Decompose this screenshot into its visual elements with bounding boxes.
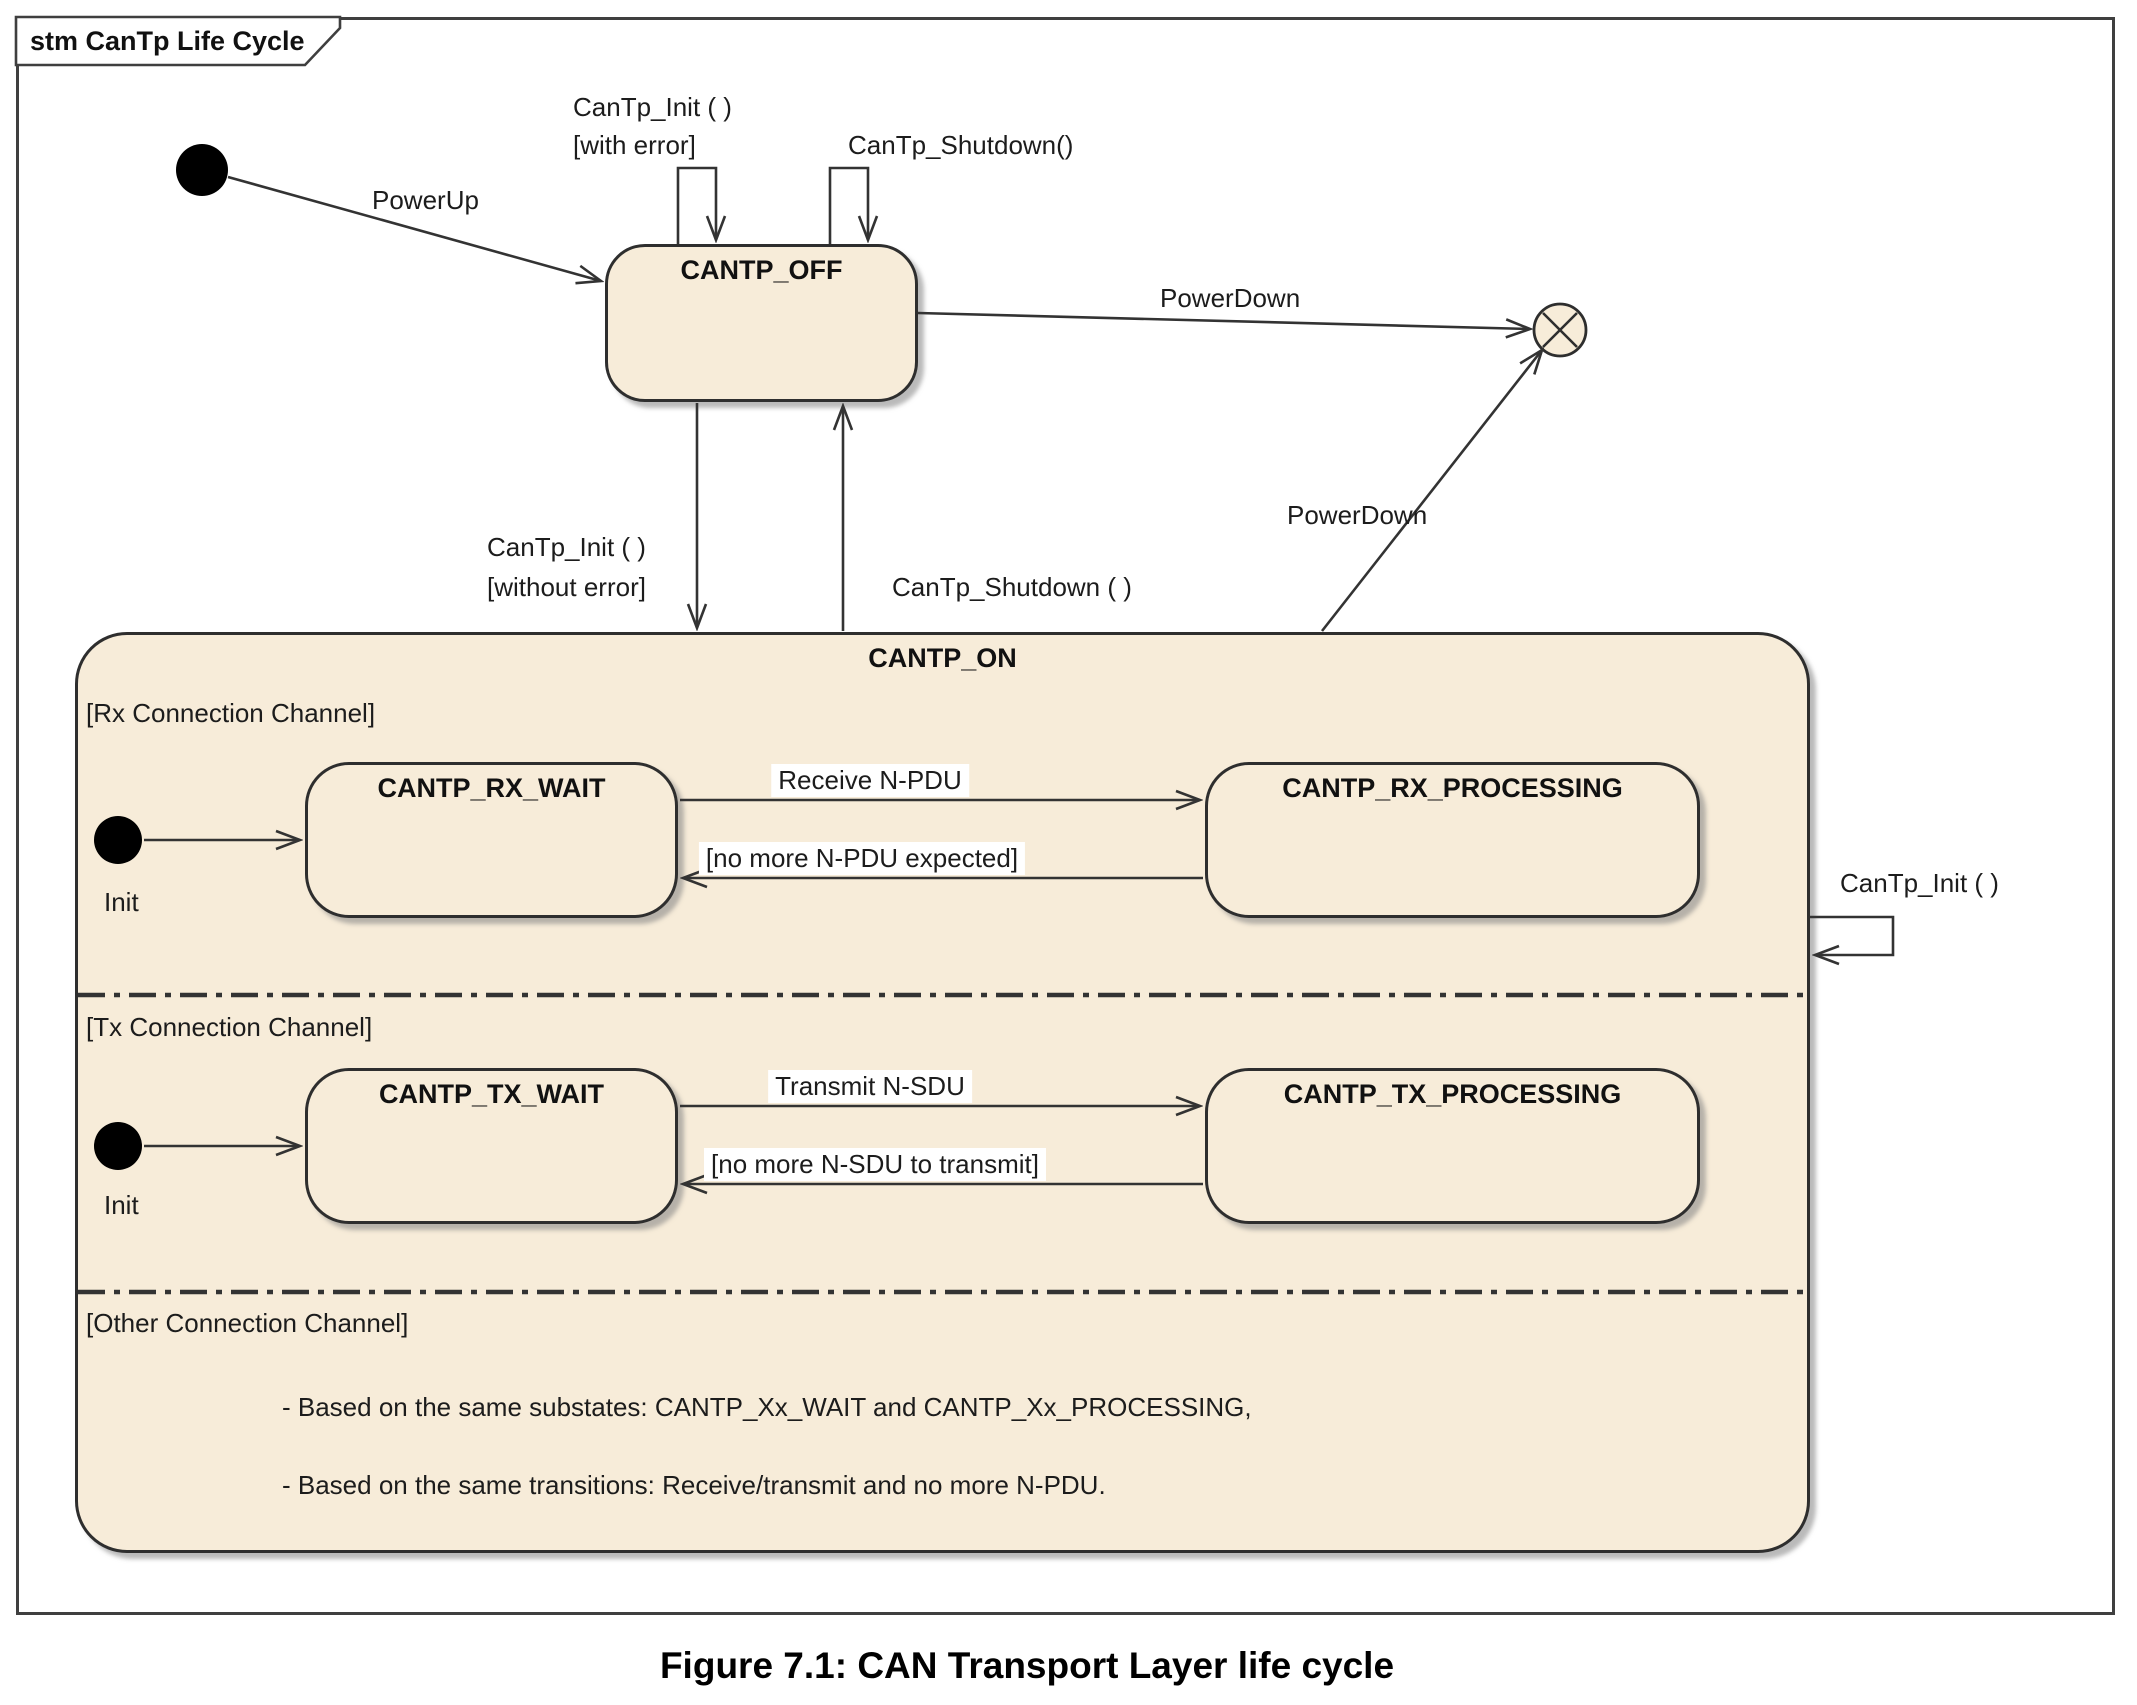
region-rx-label: [Rx Connection Channel] xyxy=(86,698,376,728)
label-init-without-error-2: [without error] xyxy=(487,572,646,602)
other-region-note-2: - Based on the same transitions: Receive… xyxy=(282,1470,1106,1500)
label-shutdown-to-off: CanTp_Shutdown ( ) xyxy=(892,572,1132,602)
state-cantp-rx-processing: CANTP_RX_PROCESSING xyxy=(1205,762,1700,918)
label-no-more-npdu: [no more N-PDU expected] xyxy=(698,842,1026,875)
label-transmit-nsdu: Transmit N-SDU xyxy=(768,1070,972,1103)
label-receive-npdu: Receive N-PDU xyxy=(771,764,969,797)
state-cantp-tx-processing: CANTP_TX_PROCESSING xyxy=(1205,1068,1700,1224)
state-cantp-tx-wait-label: CANTP_TX_WAIT xyxy=(378,1079,605,1109)
state-cantp-off-label: CANTP_OFF xyxy=(680,255,843,285)
label-powerdown-on: PowerDown xyxy=(1287,500,1428,530)
state-cantp-rx-wait: CANTP_RX_WAIT xyxy=(305,762,678,918)
tx-init-label: Init xyxy=(104,1190,139,1220)
label-powerdown-off: PowerDown xyxy=(1160,283,1301,313)
label-init-with-error-1: CanTp_Init ( ) xyxy=(573,92,732,122)
label-init-with-error-2: [with error] xyxy=(573,130,696,160)
state-cantp-tx-wait: CANTP_TX_WAIT xyxy=(305,1068,678,1224)
diagram-frame xyxy=(16,17,2115,1615)
label-no-more-nsdu: [no more N-SDU to transmit] xyxy=(704,1148,1046,1181)
figure-caption: Figure 7.1: CAN Transport Layer life cyc… xyxy=(659,1645,1395,1686)
label-shutdown-self: CanTp_Shutdown() xyxy=(848,130,1074,160)
label-init-without-error-1: CanTp_Init ( ) xyxy=(487,532,646,562)
region-other-label: [Other Connection Channel] xyxy=(86,1308,409,1338)
state-cantp-on-label: CANTP_ON xyxy=(868,643,1017,673)
frame-tab-label: stm CanTp Life Cycle xyxy=(30,26,305,56)
state-cantp-rx-processing-label: CANTP_RX_PROCESSING xyxy=(1282,773,1623,803)
rx-init-label: Init xyxy=(104,887,139,917)
region-tx-label: [Tx Connection Channel] xyxy=(86,1012,373,1042)
state-cantp-off: CANTP_OFF xyxy=(605,244,918,402)
other-region-note-1: - Based on the same substates: CANTP_Xx_… xyxy=(282,1392,1252,1422)
label-powerup: PowerUp xyxy=(372,185,479,215)
state-cantp-rx-wait-label: CANTP_RX_WAIT xyxy=(377,773,606,803)
label-cantp-init-on: CanTp_Init ( ) xyxy=(1840,868,1999,898)
state-cantp-tx-processing-label: CANTP_TX_PROCESSING xyxy=(1283,1079,1622,1109)
